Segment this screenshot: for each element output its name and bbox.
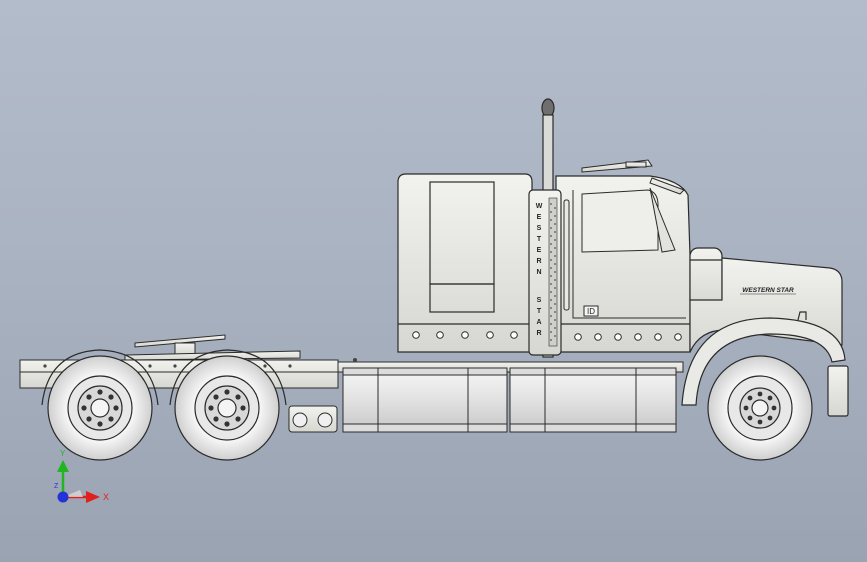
stack-letter: R [536,330,541,337]
stack-letter: E [537,247,542,254]
stack-letter: N [536,269,541,276]
stack-lettering: W E S T E R N S T A R [536,203,543,337]
door-badge: ID [587,307,595,316]
sleeper-cab [397,173,533,353]
front-wheel [707,355,813,461]
stack-letter: R [536,258,541,265]
y-axis-arrowhead [57,460,69,472]
coordinate-triad: Y X Z [54,449,109,503]
rear-wheel-2 [174,355,280,461]
stack-letter: T [537,308,542,315]
cab-rivets [574,333,682,341]
y-axis-label: Y [60,449,66,458]
stack-perforation [550,203,556,341]
z-axis-label: Z [54,483,59,490]
grab-handle [563,199,570,311]
air-cleaner [689,247,723,309]
cab-door [572,187,686,319]
roof-air-horns [581,159,685,195]
front-bumper [827,365,849,417]
z-axis-dot [57,491,69,503]
stack-letter: W [536,203,543,210]
stack-letter: A [536,319,541,326]
x-axis-arrowhead [86,491,100,503]
door-badge-box: ID [583,305,599,317]
rear-wheel-1 [47,355,153,461]
stack-letter: S [537,225,542,232]
exhaust-stack [528,98,562,358]
stack-letter: E [537,214,542,221]
sleeper-rivets [412,331,518,339]
hood-emblem: WESTERN STAR [742,287,794,294]
x-axis-label: X [103,492,109,502]
air-tank-box [288,405,338,433]
stack-letter: T [537,236,542,243]
stack-letter: S [537,297,542,304]
fuel-tank-rear [342,367,508,433]
fifth-wheel [124,334,301,361]
front-fender [681,311,846,406]
rear-fenders [41,349,287,406]
fuel-tank-front [509,367,677,433]
